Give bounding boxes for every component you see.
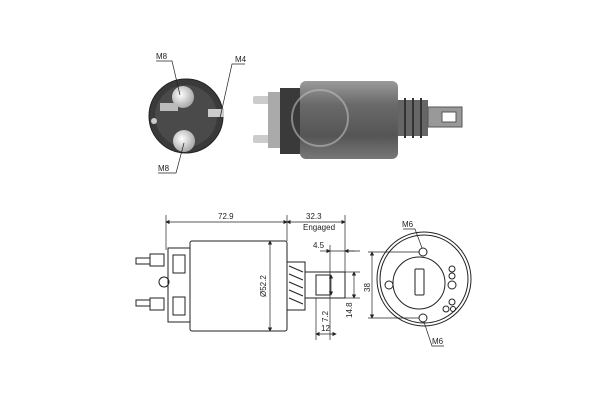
label-hole-spacing: 38 <box>363 283 372 292</box>
drawing-end-view: 38 M6 M6 <box>363 220 472 347</box>
solenoid-body <box>300 81 398 159</box>
photo-side-view <box>253 81 463 159</box>
label-m6-top: M6 <box>402 220 414 229</box>
center-slot <box>414 268 425 296</box>
label-engaged: Engaged <box>303 223 335 232</box>
drawing-side-view: 72.9 32.3 Engaged Ø52.2 4.5 14.8 7.2 <box>135 212 360 340</box>
end-flange <box>376 231 472 327</box>
top-stud <box>172 86 194 108</box>
small-terminal <box>208 109 224 117</box>
label-m8-bottom: M8 <box>158 164 170 173</box>
plunger-outline <box>304 271 346 299</box>
upper-terminal <box>149 253 165 267</box>
top-hole <box>418 247 428 257</box>
terminal-block <box>167 247 191 323</box>
label-diameter: Ø52.2 <box>259 275 268 297</box>
lower-stud <box>253 135 271 143</box>
label-plunger-width: 12 <box>321 324 330 333</box>
label-m4: M4 <box>235 55 247 64</box>
bottom-hole <box>418 313 428 323</box>
label-engaged-length: 32.3 <box>306 212 322 221</box>
upper-stud <box>253 96 271 104</box>
terminal-strap <box>160 103 178 111</box>
label-m6-bottom: M6 <box>432 337 444 346</box>
label-m8-top: M8 <box>156 52 168 61</box>
zm-logo <box>291 89 349 147</box>
lower-terminal <box>149 297 165 311</box>
label-slot-height: 7.2 <box>321 310 330 322</box>
label-plunger-height: 14.8 <box>345 302 354 318</box>
label-plunger-offset: 4.5 <box>313 241 325 250</box>
body-outline <box>189 240 288 332</box>
label-body-length: 72.9 <box>218 212 234 221</box>
photo-end-view: M8 M4 M8 <box>148 52 247 174</box>
bottom-stud <box>173 130 195 152</box>
